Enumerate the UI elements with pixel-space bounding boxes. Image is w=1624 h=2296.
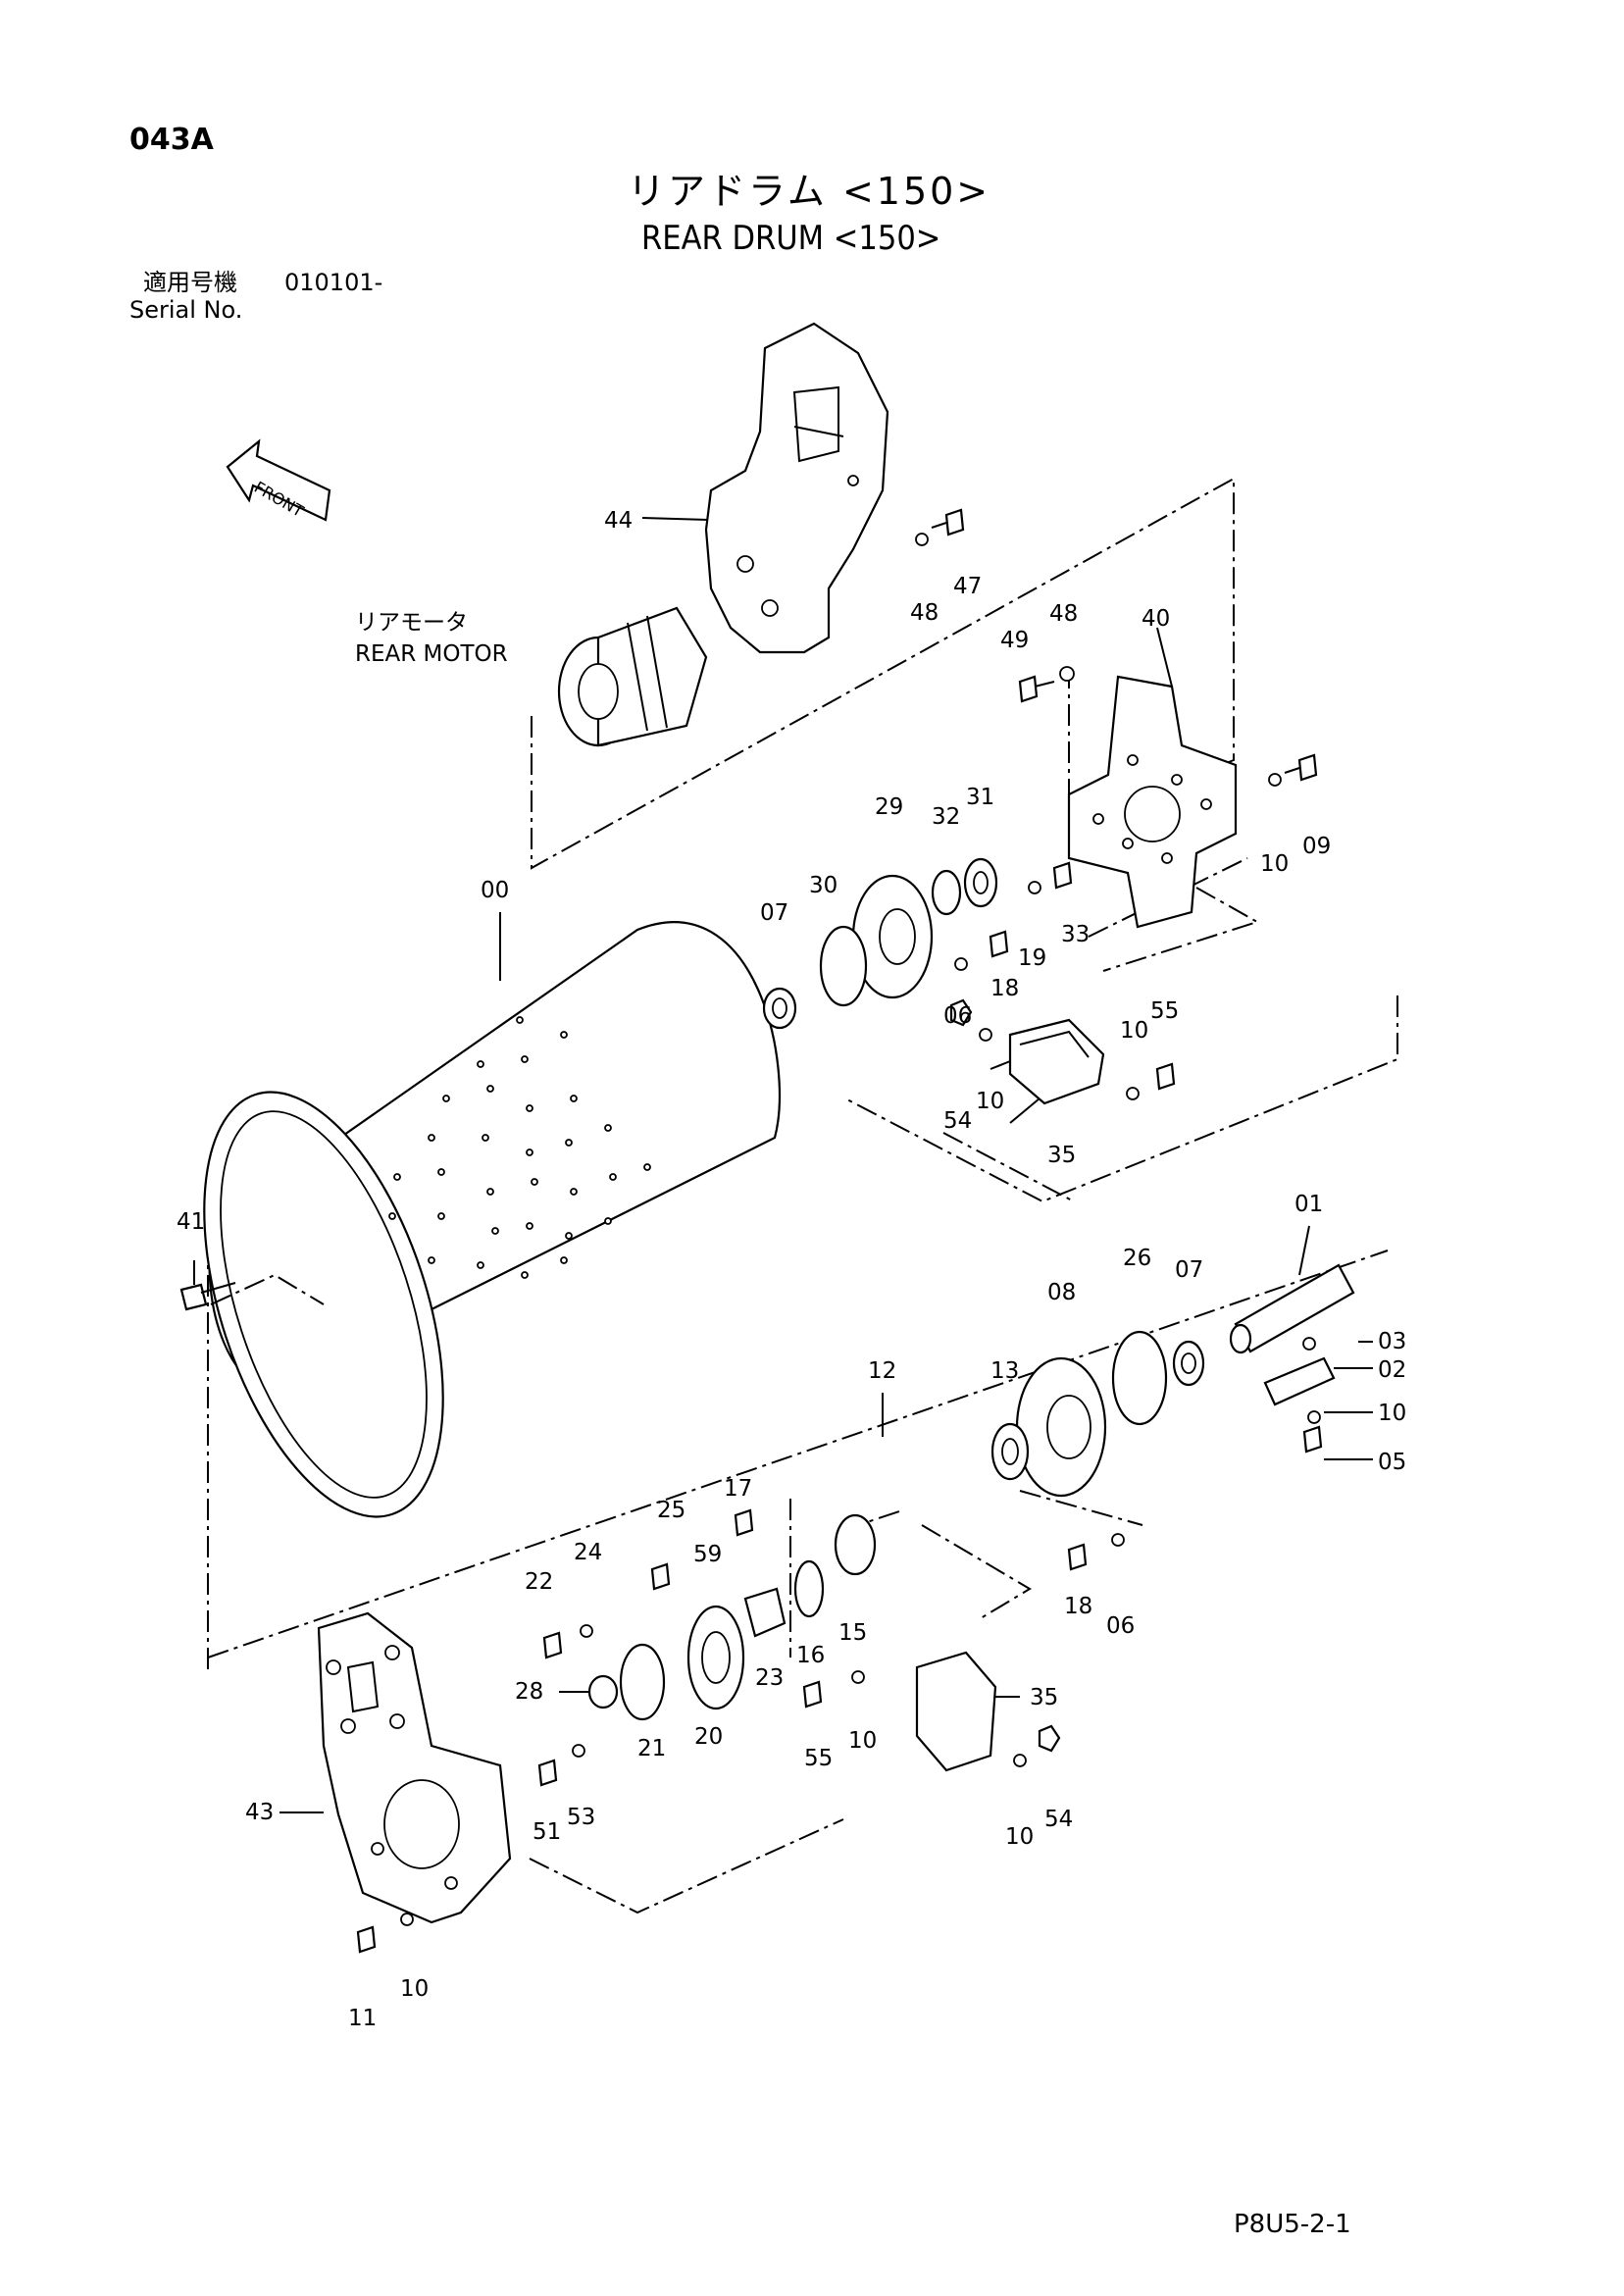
callout: 41	[177, 1209, 205, 1235]
callout: 10	[1005, 1824, 1034, 1850]
callout: 16	[796, 1643, 825, 1668]
motor-plate	[1067, 675, 1238, 929]
callout: 26	[1123, 1246, 1151, 1271]
callout: 02	[1378, 1357, 1406, 1383]
page-title-japanese: リアドラム <150>	[628, 170, 991, 213]
callout: 11	[348, 2006, 377, 2031]
lower-hub-group	[990, 1263, 1355, 1498]
leader-lines	[193, 517, 1373, 1813]
motor-bracket	[704, 322, 889, 654]
callout: 23	[755, 1665, 784, 1691]
callout: 43	[245, 1800, 274, 1825]
page-title-english: REAR DRUM <150>	[641, 219, 941, 258]
callout: 31	[966, 785, 994, 810]
callout: 00	[481, 878, 509, 903]
callout: 18	[990, 976, 1019, 1001]
callout: 20	[694, 1724, 723, 1750]
drum-holes	[388, 1016, 651, 1279]
callout: 10	[1378, 1401, 1406, 1426]
rear-drum	[203, 921, 781, 1518]
callout: 55	[804, 1746, 833, 1771]
callout: 48	[910, 600, 939, 626]
footer-page-reference: P8U5-2-1	[1234, 2210, 1351, 2239]
callout: 01	[1294, 1192, 1323, 1217]
callout: 29	[875, 794, 903, 820]
callout: 13	[990, 1358, 1019, 1384]
callout: 17	[724, 1476, 752, 1502]
callout: 40	[1142, 606, 1170, 632]
callout: 21	[637, 1736, 666, 1761]
upper-bracket	[1008, 1018, 1105, 1105]
callout: 06	[1106, 1613, 1135, 1639]
callout: 12	[868, 1358, 896, 1384]
callout: 03	[1378, 1329, 1406, 1354]
callout: 15	[838, 1620, 867, 1646]
fasteners	[179, 508, 1323, 1954]
callout: 33	[1061, 922, 1090, 947]
front-arrow-icon: FRONT	[226, 438, 331, 522]
upper-hub-group	[762, 857, 998, 1030]
callout: 51	[533, 1819, 561, 1845]
callout-numbers: 44 47 48 48 49 40 09 10 29 32 31 00 30 0…	[177, 508, 1406, 2031]
callout: 54	[943, 1108, 972, 1134]
callout: 06	[943, 1003, 972, 1029]
callout: 18	[1064, 1594, 1092, 1619]
serial-label-english: Serial No.	[129, 296, 243, 324]
callout: 48	[1049, 601, 1078, 627]
callout: 10	[400, 1976, 429, 2002]
callout: 22	[525, 1569, 553, 1595]
rear-motor-label-english: REAR MOTOR	[355, 641, 508, 667]
callout: 47	[953, 574, 982, 599]
callout: 35	[1047, 1143, 1076, 1168]
callout: 53	[567, 1805, 595, 1830]
callout: 05	[1378, 1450, 1406, 1475]
callout: 10	[1260, 851, 1289, 877]
callout: 30	[809, 873, 837, 898]
callout: 10	[848, 1728, 877, 1754]
callout: 07	[1175, 1257, 1203, 1283]
callout: 44	[604, 508, 633, 534]
serial-label-japanese: 適用号機	[143, 269, 237, 296]
serial-number-value: 010101-	[284, 269, 383, 296]
callout: 35	[1030, 1685, 1058, 1710]
callout: 24	[574, 1540, 602, 1565]
callout: 28	[515, 1679, 543, 1705]
lower-small-parts	[587, 1513, 877, 1721]
callout: 32	[932, 804, 960, 830]
callout: 08	[1047, 1280, 1076, 1305]
rear-motor-label-japanese: リアモータ	[355, 610, 468, 636]
callout: 19	[1018, 945, 1046, 971]
callout: 59	[693, 1542, 722, 1567]
page-code: 043A	[129, 123, 214, 157]
callout: 25	[657, 1498, 685, 1523]
lower-bracket	[915, 1651, 997, 1772]
callout: 10	[976, 1089, 1004, 1114]
callout: 09	[1302, 834, 1331, 859]
outer-plate	[317, 1611, 512, 1924]
callout: 49	[1000, 628, 1029, 653]
rear-motor	[557, 606, 708, 747]
callout: 55	[1150, 998, 1179, 1024]
callout: 10	[1120, 1018, 1148, 1044]
callout: 54	[1044, 1807, 1073, 1832]
callout: 07	[760, 900, 788, 926]
